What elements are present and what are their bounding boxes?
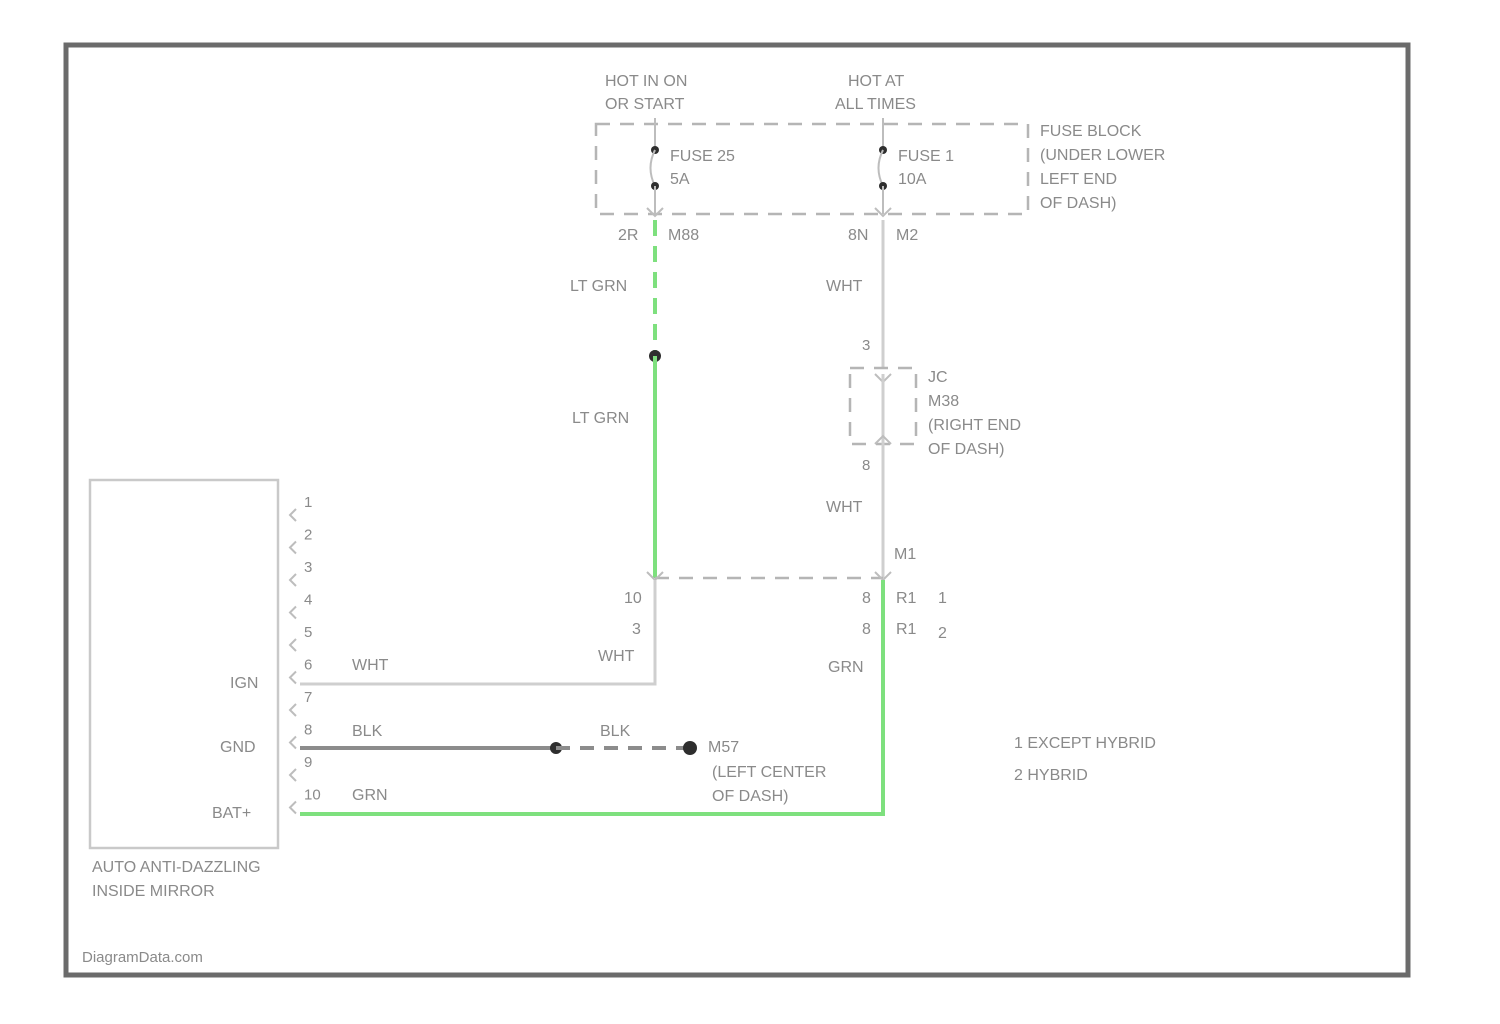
grn-label-1: GRN — [828, 659, 864, 676]
mirror-pin-number: 5 — [304, 624, 312, 641]
mirror-pin-column: 1 2 3 4 5 6 7 8 9 10 — [290, 494, 321, 814]
ground-label-2: (LEFT CENTER — [712, 764, 826, 781]
hot-all-label-2: ALL TIMES — [835, 96, 916, 113]
lt-grn-label-2: LT GRN — [572, 410, 629, 427]
fuse-b-symbol — [879, 150, 884, 186]
jc-label-3: (RIGHT END — [928, 417, 1021, 434]
fuse-block-label-4: OF DASH) — [1040, 195, 1116, 212]
grn-label-2: GRN — [352, 787, 388, 804]
mirror-pin-terminal — [290, 769, 296, 781]
fuse-a-symbol — [651, 150, 656, 186]
wht-label-2: WHT — [826, 499, 863, 516]
connector-8n-label: 8N — [848, 227, 868, 244]
jc-label-1: JC — [928, 369, 948, 386]
mirror-pin-terminal — [290, 607, 296, 619]
note-1-marker: 1 — [938, 590, 947, 607]
mirror-pin-number: 3 — [304, 559, 312, 576]
mirror-pin-terminal — [290, 574, 296, 586]
ground-label-1: M57 — [708, 739, 739, 756]
hot-run-label-2: OR START — [605, 96, 685, 113]
connector-m1-label: M1 — [894, 546, 916, 563]
mirror-pin-terminal — [290, 639, 296, 651]
jc-label-4: OF DASH) — [928, 441, 1004, 458]
mirror-pin-terminal — [290, 542, 296, 554]
fuse-b-label-2: 10A — [898, 171, 927, 188]
pin-8b-label: 8 — [862, 621, 871, 638]
mirror-pin-number: 6 — [304, 657, 312, 674]
mirror-pin-number: 8 — [304, 722, 312, 739]
mirror-pin-terminal — [290, 802, 296, 814]
ground-label-3: OF DASH) — [712, 788, 788, 805]
mirror-pin-number: 7 — [304, 689, 312, 706]
blk-label-2: BLK — [600, 723, 631, 740]
component-label-2: INSIDE MIRROR — [92, 883, 215, 900]
mirror-pin-number: 4 — [304, 592, 312, 609]
legend-line-1: 1 EXCEPT HYBRID — [1014, 735, 1156, 752]
mirror-pin-terminal — [290, 509, 296, 521]
pin-10-label: 10 — [624, 590, 642, 607]
fuse-block-label-3: LEFT END — [1040, 171, 1117, 188]
jc-pin-bottom: 8 — [862, 457, 870, 474]
ground-point — [683, 741, 697, 755]
mirror-pin-terminal — [290, 704, 296, 716]
pin-3-label: 3 — [632, 621, 641, 638]
jc-pin-top: 3 — [862, 337, 870, 354]
pin-r1a-label: R1 — [896, 590, 917, 607]
mirror-pin-terminal — [290, 737, 296, 749]
gnd-pin-label: GND — [220, 739, 256, 756]
mirror-pin-number: 2 — [304, 527, 312, 544]
wht-label-4: WHT — [352, 657, 389, 674]
jc-label-2: M38 — [928, 393, 959, 410]
mirror-pin-terminal — [290, 672, 296, 684]
fuse-block-label-2: (UNDER LOWER — [1040, 147, 1165, 164]
diagram-frame — [66, 45, 1408, 975]
connector-m2-label: M2 — [896, 227, 918, 244]
note-2-marker: 2 — [938, 625, 947, 642]
lt-grn-label-1: LT GRN — [570, 278, 627, 295]
connector-m88-label: M88 — [668, 227, 699, 244]
blk-label-1: BLK — [352, 723, 383, 740]
wht-label-3: WHT — [598, 648, 635, 665]
component-label-1: AUTO ANTI-DAZZLING — [92, 859, 261, 876]
hot-run-label-1: HOT IN ON — [605, 73, 687, 90]
connector-2r-label: 2R — [618, 227, 638, 244]
hot-all-label-1: HOT AT — [848, 73, 905, 90]
wht-label-1: WHT — [826, 278, 863, 295]
mirror-pin-number: 10 — [304, 787, 321, 804]
fuse-b-label-1: FUSE 1 — [898, 148, 954, 165]
watermark: DiagramData.com — [82, 949, 203, 966]
mirror-pin-number: 1 — [304, 494, 312, 511]
ign-pin-label: IGN — [230, 675, 258, 692]
mirror-pin-number: 9 — [304, 754, 312, 771]
pin-8a-label: 8 — [862, 590, 871, 607]
mirror-component-box — [90, 480, 278, 848]
fuse-a-label-1: FUSE 25 — [670, 148, 735, 165]
fuse-block-label-1: FUSE BLOCK — [1040, 123, 1142, 140]
pin-r1b-label: R1 — [896, 621, 917, 638]
fuse-block-outline — [596, 124, 1028, 214]
legend-line-2: 2 HYBRID — [1014, 767, 1088, 784]
fuse-a-label-2: 5A — [670, 171, 690, 188]
bat-pin-label: BAT+ — [212, 805, 251, 822]
